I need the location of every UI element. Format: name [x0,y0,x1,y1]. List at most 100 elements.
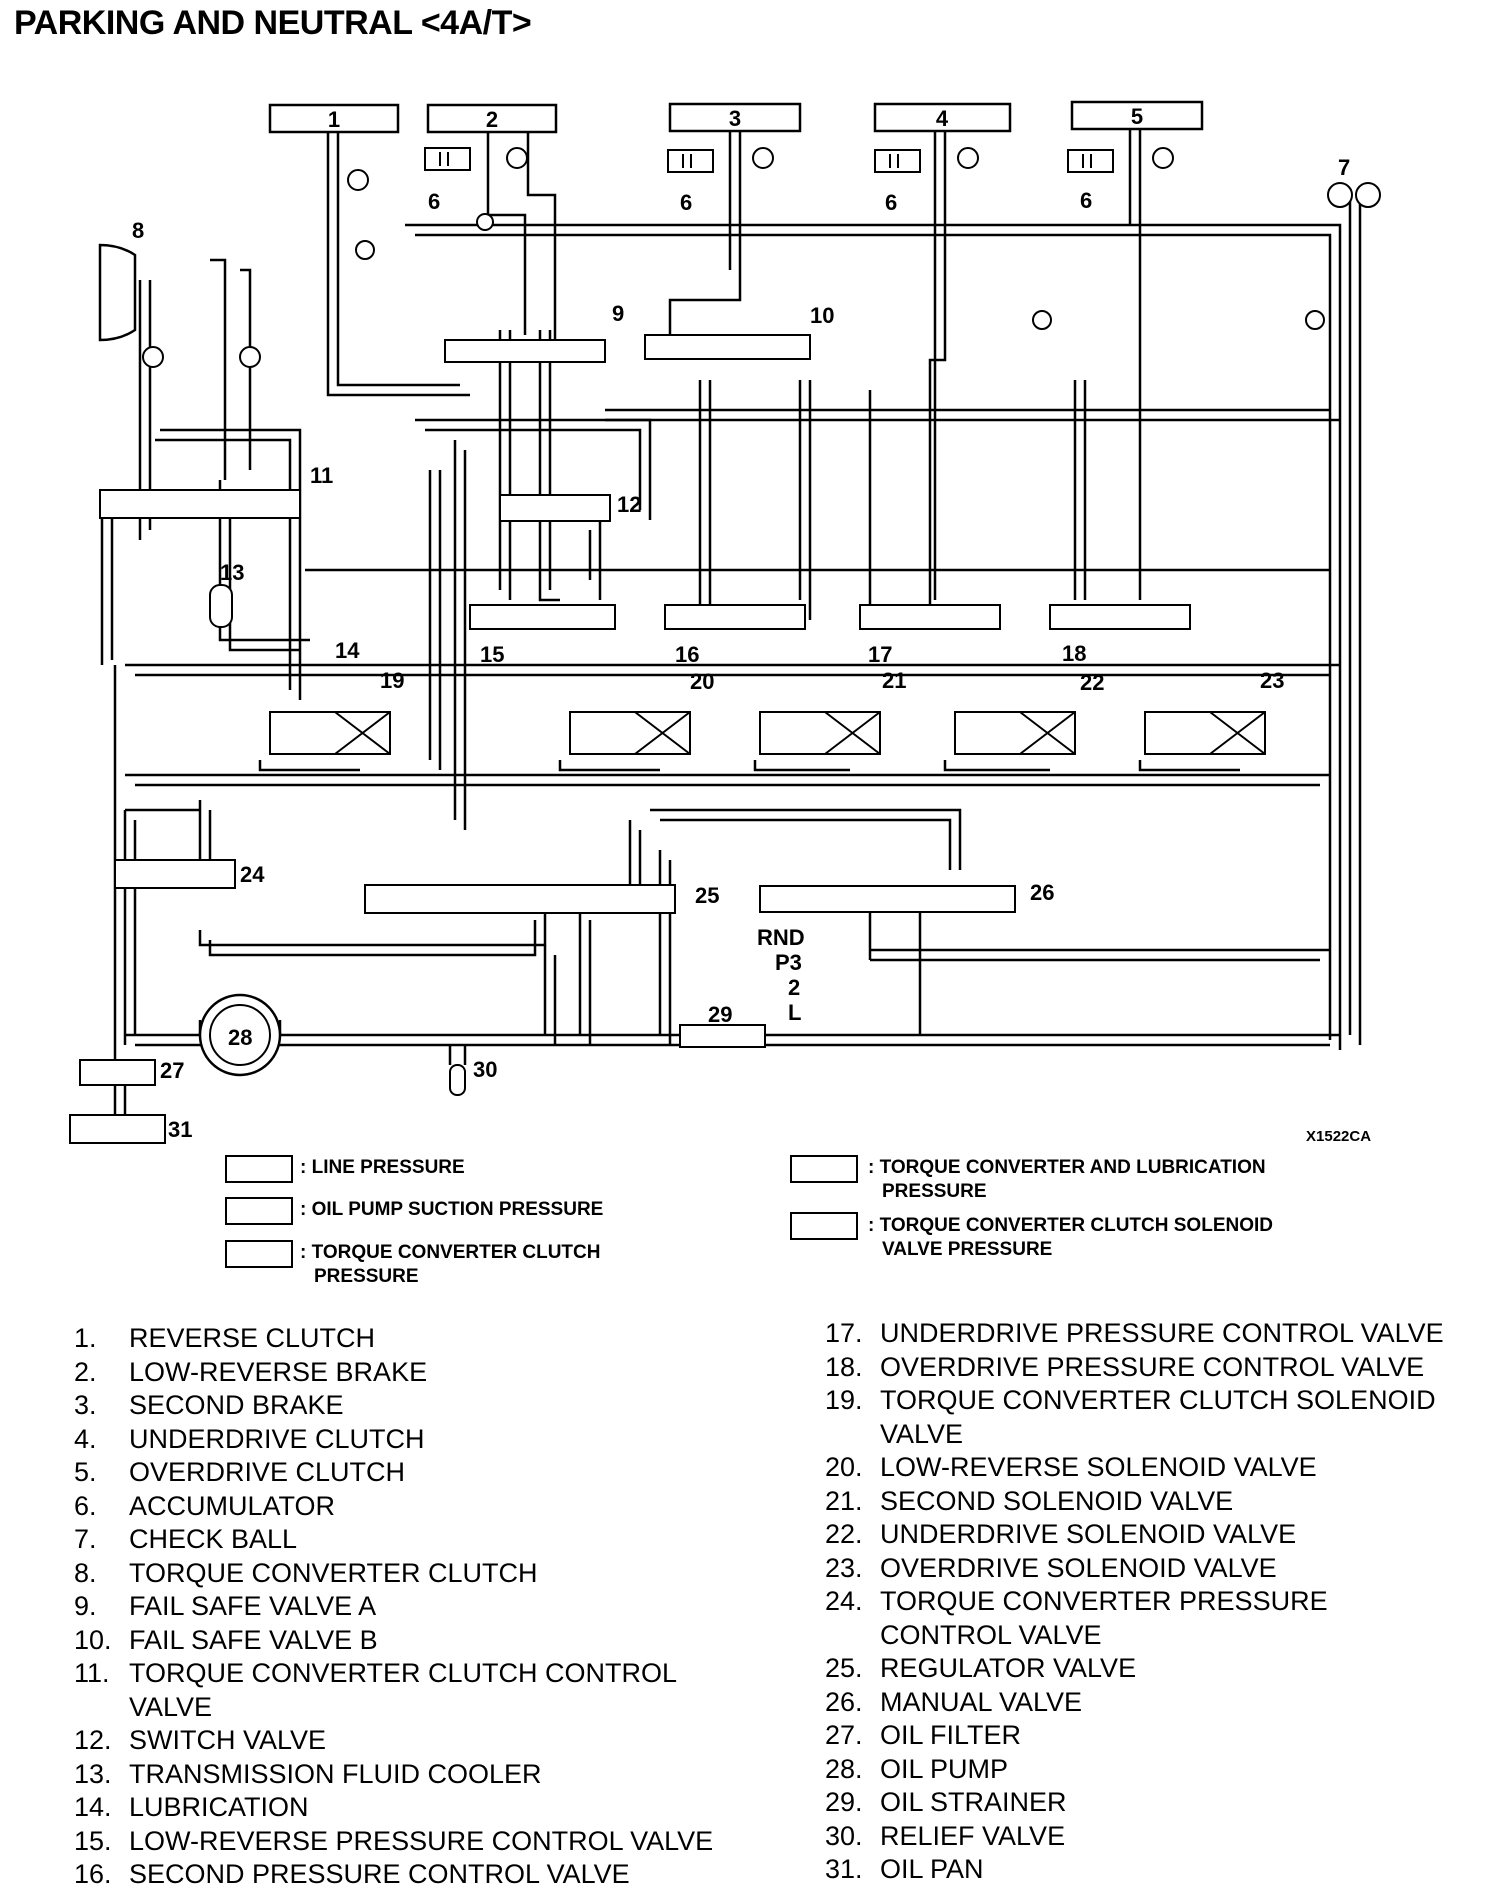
page-title: PARKING AND NEUTRAL <4A/T> [14,4,532,42]
part-list-item: 16.SECOND PRESSURE CONTROL VALVE [74,1858,754,1892]
oil-filter [79,1059,156,1086]
torque-converter-clutch [98,243,137,342]
legend-swatch-tcc-pressure [225,1240,293,1268]
part-list-item: 13. TRANSMISSION FLUID COOLER [74,1758,754,1792]
shift-pos-2: 2 [788,975,800,1000]
legend-swatch-tcc-solenoid [790,1212,858,1240]
legend-swatch-tc-lubrication [790,1155,858,1183]
part-name: OIL STRAINER [880,1787,1067,1817]
part-name: TORQUE CONVERTER PRESSURE [880,1586,1328,1616]
callout-15: 15 [480,642,504,667]
callout-31: 31 [168,1117,192,1142]
part-name: TORQUE CONVERTER CLUTCH SOLENOID [880,1385,1436,1415]
callout-28: 28 [228,1025,252,1050]
legend-line-pressure: : LINE PRESSURE [300,1157,465,1178]
part-name: CONTROL VALVE [880,1619,1102,1650]
box-label-4: 4 [936,106,949,131]
part-number: 21. [825,1485,863,1516]
part-number: 6. [74,1490,97,1521]
check-ball-icon [1152,147,1174,169]
part-name: TORQUE CONVERTER CLUTCH [129,1557,538,1588]
callout-16: 16 [675,642,699,667]
part-name: OVERDRIVE SOLENOID VALVE [880,1552,1277,1583]
part-list-item: 28.OIL PUMP [825,1753,1495,1787]
part-list-item: 15.LOW-REVERSE PRESSURE CONTROL VALVE [74,1825,754,1859]
clutch-boxes: 1 2 3 4 5 [268,100,1204,134]
part-name: LOW-REVERSE SOLENOID VALVE [880,1452,1317,1482]
legend-swatch-oil-pump-suction [225,1197,293,1225]
part-name: TRANSMISSION FLUID COOLER [129,1758,542,1789]
oil-pump [198,993,282,1077]
part-list-item: 25.REGULATOR VALVE [825,1652,1495,1686]
part-list-item: 12.SWITCH VALVE [74,1724,754,1758]
part-name: ACCUMULATOR [129,1490,336,1521]
part-name: FAIL SAFE VALVE B [129,1624,378,1655]
part-number: 18. [825,1351,863,1382]
check-ball-icon [1032,310,1052,330]
callout-19: 19 [380,668,404,693]
legend-swatch-line-pressure [225,1155,293,1183]
legend-tc-lubrication: : TORQUE CONVERTER AND LUBRICATION [868,1157,1266,1178]
fail-safe-valve-a [444,339,606,363]
part-name: RELIEF VALVE [880,1820,1066,1851]
part-number: 13. [74,1758,112,1789]
part-number: 7. [74,1524,97,1554]
regulator-valve [364,884,676,914]
switch-valve [499,494,611,522]
part-number: 1. [74,1323,97,1353]
check-ball-icon [957,147,979,169]
part-number: 11. [74,1658,110,1688]
oil-strainer [679,1024,766,1048]
callout-13: 13 [220,560,244,585]
callout-7: 7 [1338,155,1350,180]
low-reverse-pcv [469,604,616,630]
check-ball-icon [239,346,261,368]
legend-tcc-pressure: : TORQUE CONVERTER CLUTCH [300,1242,601,1263]
part-number: 5. [74,1457,97,1487]
part-name: FAIL SAFE VALVE A [129,1591,377,1621]
part-name: SECOND PRESSURE CONTROL VALVE [129,1859,630,1889]
part-list-item: 3. SECOND BRAKE [74,1389,754,1423]
part-name: SECOND BRAKE [129,1390,344,1420]
part-list-item: 8. TORQUE CONVERTER CLUTCH [74,1557,754,1591]
part-list-item: 21.SECOND SOLENOID VALVE [825,1485,1495,1519]
part-number: 8. [74,1557,97,1588]
part-number: 3. [74,1390,97,1420]
part-name: CHECK BALL [129,1524,298,1554]
part-number: 17. [825,1318,863,1348]
part-number: 12. [74,1725,112,1755]
check-ball-icon [355,240,375,260]
legend-tcc-pressure-2: PRESSURE [314,1266,419,1287]
part-number: 14. [74,1792,112,1822]
part-list-item: 9.FAIL SAFE VALVE A [74,1590,754,1624]
part-list-item: 29.OIL STRAINER [825,1786,1495,1820]
part-list-item: 17.UNDERDRIVE PRESSURE CONTROL VALVE [825,1317,1495,1351]
part-name: MANUAL VALVE [880,1686,1083,1717]
part-list-item: 31.OIL PAN [825,1853,1495,1887]
part-list-item: 6. ACCUMULATOR [74,1490,754,1524]
valve-bodies [69,334,1266,1144]
check-ball-icon [1305,310,1325,330]
part-list-item: 7. CHECK BALL [74,1523,754,1557]
part-name: UNDERDRIVE CLUTCH [129,1423,425,1454]
callout-8: 8 [132,218,144,243]
second-solenoid-valve [759,711,881,755]
part-name: TORQUE CONVERTER CLUTCH CONTROL [129,1658,678,1688]
part-list-item: 20.LOW-REVERSE SOLENOID VALVE [825,1451,1495,1485]
shift-pos-rnd: RND [757,925,805,950]
callout-17: 17 [868,642,892,667]
part-list-item: 4.UNDERDRIVE CLUTCH [74,1423,754,1457]
callout-11: 11 [310,463,333,488]
shift-pos-p3: P3 [775,950,802,975]
part-number: 26. [825,1686,863,1717]
underdrive-pcv [859,604,1001,630]
callout-6a: 6 [428,189,440,214]
part-number: 23. [825,1552,863,1583]
solenoid-coils [334,711,1266,755]
part-list-item: 23. OVERDRIVE SOLENOID VALVE [825,1552,1495,1586]
box-label-2: 2 [486,107,498,132]
callout-23: 23 [1260,668,1284,693]
callout-9: 9 [612,301,624,326]
